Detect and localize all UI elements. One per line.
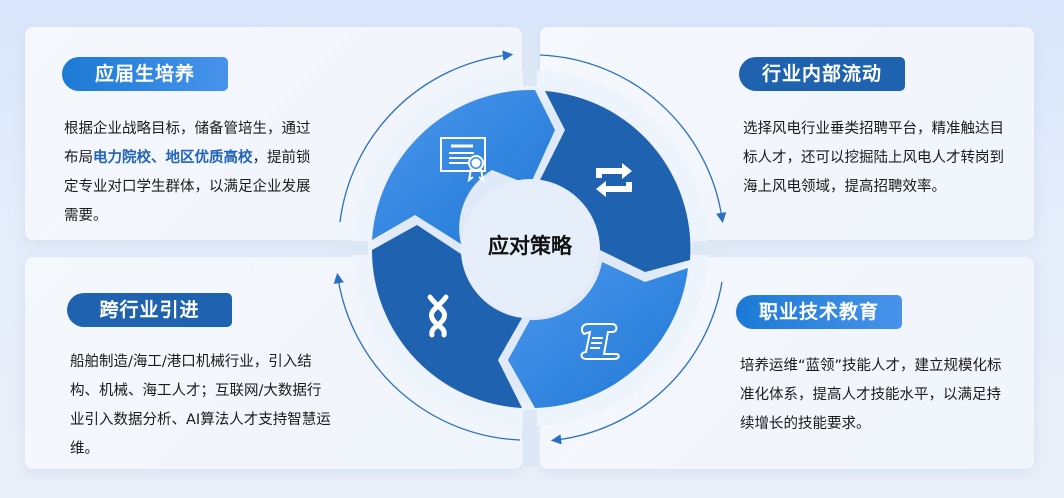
desc-highlight: 电力院校、地区优质高校 <box>93 150 253 166</box>
desc-graduate-training: 根据企业战略目标，储备管培生，通过布局电力院校、地区优质高校，提前锁定专业对口学… <box>64 115 324 231</box>
desc-cross-industry: 船舶制造/海工/港口机械行业，引入结构、机械、海工人才；互联网/大数据行业引入数… <box>70 354 331 457</box>
title-industry-internal-flow: 行业内部流动 <box>739 57 905 91</box>
desc-text: 根据企业战略目标，储备管培生，通过布局 <box>64 121 311 166</box>
desc-industry-internal-flow: 选择风电行业垂类招聘平台，精准触达目标人才，还可以挖掘陆上风电人才转岗到海上风电… <box>743 121 1004 195</box>
title-graduate-training: 应届生培养 <box>62 57 228 91</box>
title-vocational-education: 职业技术教育 <box>736 295 902 329</box>
center-label: 应对策略 <box>488 234 572 258</box>
desc-vocational-education: 培养运维“蓝领”技能人才，建立规模化标准化体系，提高人才技能水平，以满足持续增长… <box>740 358 1002 432</box>
desc-text: ，提前锁定专业对口学生群体，以满足企业发展需要。 <box>64 150 311 224</box>
title-cross-industry: 跨行业引进 <box>67 293 232 327</box>
